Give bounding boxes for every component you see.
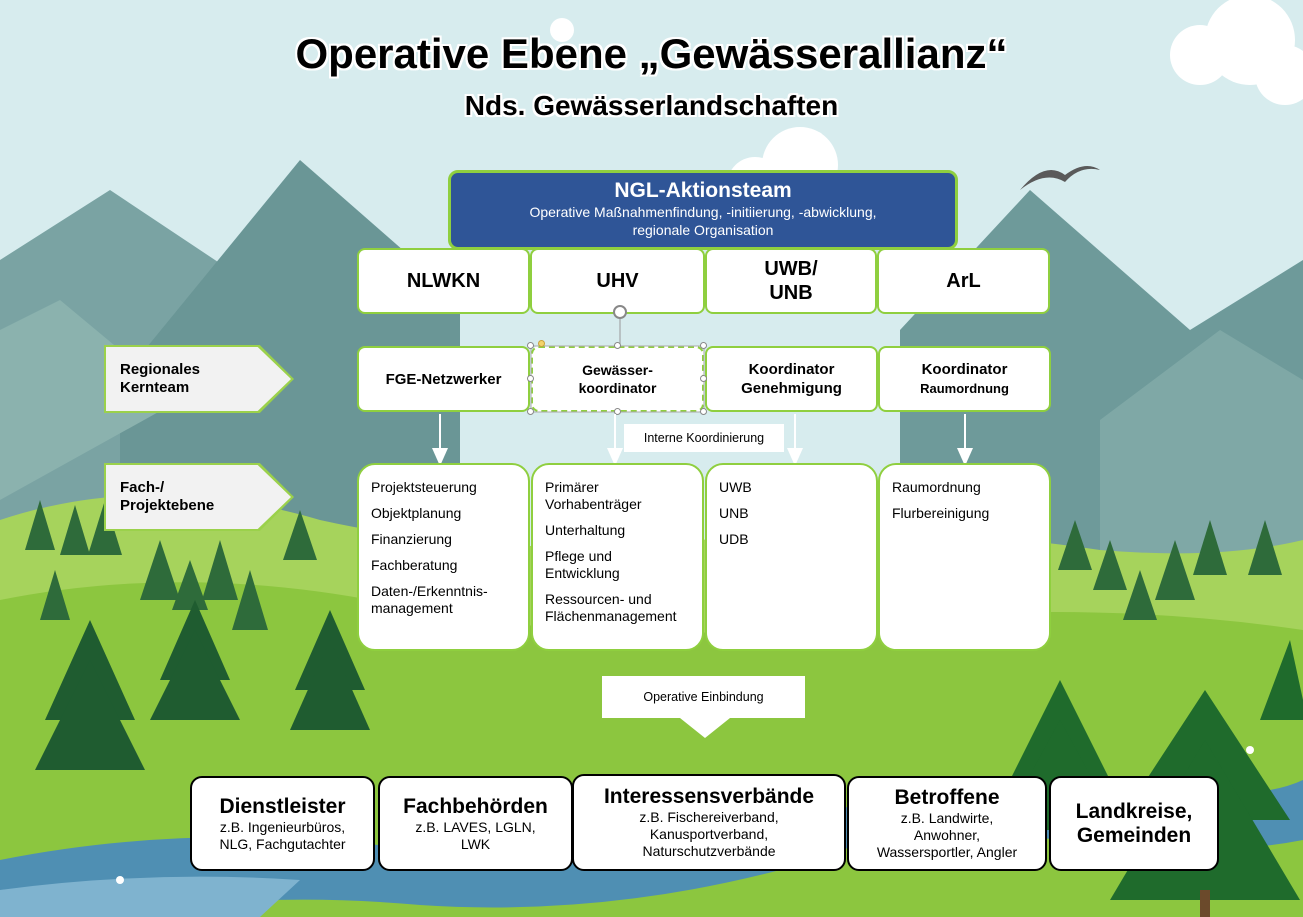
list-uwb-item: UWB — [719, 479, 752, 495]
level-label-fach: Fach-/ Projektebene — [106, 465, 291, 529]
landkreise-title-line1: Landkreise, — [1075, 799, 1193, 823]
betroffene-title: Betroffene — [894, 786, 1000, 809]
dienstleister-title: Dienstleister — [219, 794, 346, 818]
list-nlwkn-item: Fachberatung — [371, 557, 458, 573]
list-uhv-item: Ressourcen- und — [545, 591, 652, 607]
list-uhv-item: Entwicklung — [545, 565, 620, 581]
resize-handle-bc[interactable] — [614, 408, 621, 415]
list-arl-item: Raumordnung — [892, 479, 981, 495]
role-koordinator-raumordnung: Koordinator Raumordnung — [878, 346, 1051, 412]
fachbehoerden-line2: LWK — [460, 835, 491, 852]
interessensverbaende-title: Interessensverbände — [603, 785, 815, 808]
aktionsteam-box: NGL-Aktionsteam Operative Maßnahmenfindu… — [448, 170, 958, 250]
list-arl-item: Flurbereinigung — [892, 505, 990, 521]
org-uwb-unb: UWB/ UNB — [705, 248, 877, 314]
list-uhv-item: Flächenmanagement — [545, 608, 677, 624]
level-label-kernteam: Regionales Kernteam — [106, 347, 291, 411]
org-uhv: UHV — [530, 248, 705, 314]
page-title: Operative Ebene „Gewässerallianz“ — [295, 30, 1008, 77]
list-uhv: Primärer Vorhabenträger Unterhaltung Pfl… — [531, 463, 704, 651]
dienstleister-line2: NLG, Fachgutachter — [219, 835, 346, 852]
org-uwb-label: UWB/ — [764, 258, 818, 280]
list-uwb-item: UDB — [719, 531, 749, 547]
page-subtitle: Nds. Gewässerlandschaften — [464, 90, 839, 121]
dienstleister-line1: z.B. Ingenieurbüros, — [219, 818, 346, 835]
list-uhv-item: Vorhabenträger — [545, 496, 642, 512]
resize-handle-br[interactable] — [700, 408, 707, 415]
role3-line2: Genehmigung — [741, 380, 842, 397]
resize-handle-mr[interactable] — [700, 375, 707, 382]
interessensverbaende-line2: Kanusportverband, — [649, 826, 769, 842]
operative-arrow-shape — [602, 676, 805, 738]
stakeholder-interessensverbaende: Interessensverbände z.B. Fischereiverban… — [572, 774, 846, 871]
list-nlwkn-item: management — [371, 600, 453, 616]
fach-line1: Fach-/ — [120, 479, 165, 496]
stakeholder-betroffene: Betroffene z.B. Landwirte, Anwohner, Was… — [847, 776, 1047, 871]
rotate-handle-icon[interactable] — [613, 305, 627, 319]
operative-einbindung-label: Operative Einbindung — [643, 690, 764, 704]
list-uhv-item: Pflege und — [545, 548, 612, 564]
fach-line2: Projektebene — [120, 497, 215, 514]
list-nlwkn-item: Projektsteuerung — [371, 479, 477, 495]
fachbehoerden-title: Fachbehörden — [403, 794, 548, 818]
role2-line2: koordinator — [578, 380, 657, 396]
role2-line1: Gewässer- — [582, 362, 653, 378]
resize-handle-tc[interactable] — [614, 342, 621, 349]
list-arl: Raumordnung Flurbereinigung — [878, 463, 1051, 651]
resize-handle-tl[interactable] — [527, 342, 534, 349]
aktionsteam-line1: Operative Maßnahmenfindung, -initiierung… — [529, 204, 877, 220]
stakeholder-dienstleister: Dienstleister z.B. Ingenieurbüros, NLG, … — [190, 776, 375, 871]
role4-line2: Raumordnung — [920, 381, 1009, 396]
landkreise-title-line2: Gemeinden — [1076, 823, 1192, 847]
list-uhv-item: Unterhaltung — [545, 522, 626, 538]
betroffene-line3: Wassersportler, Angler — [876, 844, 1018, 860]
list-nlwkn: Projektsteuerung Objektplanung Finanzier… — [357, 463, 530, 651]
interessensverbaende-line1: z.B. Fischereiverband, — [639, 809, 779, 825]
betroffene-line2: Anwohner, — [913, 827, 981, 843]
list-uhv-item: Primärer — [545, 479, 599, 495]
role4-line1: Koordinator — [921, 361, 1008, 378]
betroffene-line1: z.B. Landwirte, — [900, 810, 994, 826]
aktionsteam-line2: regionale Organisation — [632, 222, 774, 238]
org-unb-label: UNB — [769, 282, 813, 304]
list-uwb-item: UNB — [719, 505, 749, 521]
resize-handle-tr[interactable] — [700, 342, 707, 349]
list-uwb: UWB UNB UDB — [705, 463, 878, 651]
adjust-handle[interactable] — [538, 340, 545, 347]
list-nlwkn-item: Finanzierung — [371, 531, 452, 547]
role3-line1: Koordinator — [748, 361, 835, 378]
org-nlwkn: NLWKN — [357, 248, 530, 314]
stakeholder-landkreise: Landkreise, Gemeinden — [1049, 776, 1219, 871]
interessensverbaende-line3: Naturschutzverbände — [642, 843, 776, 859]
resize-handle-bl[interactable] — [527, 408, 534, 415]
kernteam-line1: Regionales — [120, 361, 201, 378]
fachbehoerden-line1: z.B. LAVES, LGLN, — [415, 818, 536, 835]
interne-koordinierung-label: Interne Koordinierung — [624, 424, 784, 452]
stakeholder-fachbehoerden: Fachbehörden z.B. LAVES, LGLN, LWK — [378, 776, 573, 871]
resize-handle-ml[interactable] — [527, 375, 534, 382]
kernteam-line2: Kernteam — [120, 379, 190, 396]
org-arl: ArL — [877, 248, 1050, 314]
aktionsteam-title: NGL-Aktionsteam — [614, 179, 792, 202]
list-nlwkn-item: Daten-/Erkenntnis- — [371, 583, 488, 599]
list-nlwkn-item: Objektplanung — [371, 505, 462, 521]
